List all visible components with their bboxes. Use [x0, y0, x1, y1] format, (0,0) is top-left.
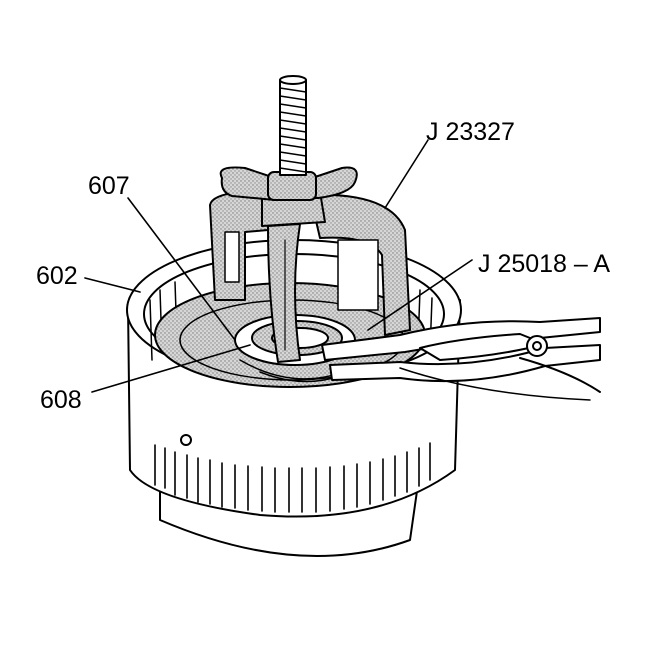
leader-j25018a [367, 259, 473, 331]
compressor-center-leg [267, 223, 301, 363]
callout-608: 608 [40, 386, 82, 414]
callout-607: 607 [88, 172, 130, 200]
callout-j25018a: J 25018 – A [478, 250, 610, 278]
drum-hole [180, 434, 192, 446]
threaded-rod [279, 75, 307, 176]
callout-602: 602 [36, 262, 78, 290]
compressor-right-arch [309, 193, 411, 336]
leader-j23327 [384, 139, 429, 209]
snap-ring-pliers-j25018a [321, 317, 601, 401]
drum-spline-slots [154, 442, 431, 513]
spring-compressor-j23327 [209, 166, 411, 363]
callout-j23327: J 23327 [426, 118, 515, 146]
leader-608 [91, 344, 251, 393]
leader-607 [127, 197, 236, 341]
leader-602 [84, 277, 141, 293]
leader-lines [84, 139, 473, 393]
